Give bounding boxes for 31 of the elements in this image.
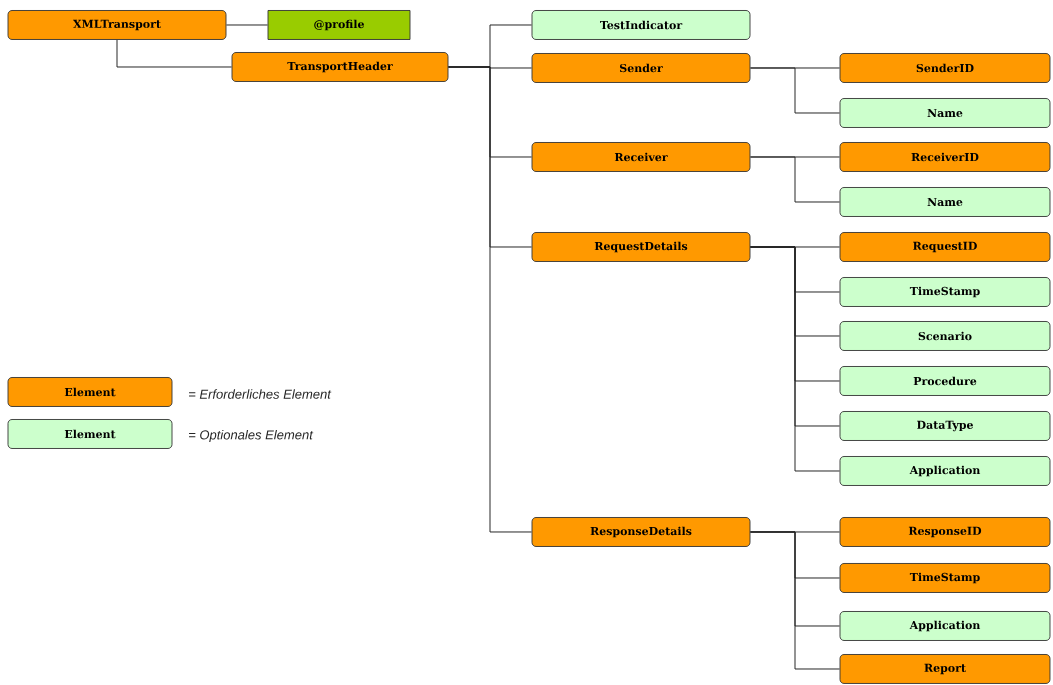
- connector-line: [447, 66, 533, 533]
- element-box: TimeStamp: [839, 277, 1051, 307]
- element-box: Name: [839, 98, 1051, 128]
- element-box: ReceiverID: [839, 142, 1051, 172]
- element-box: Application: [839, 611, 1051, 641]
- element-box: Scenario: [839, 321, 1051, 351]
- connector-line: [749, 246, 841, 472]
- element-box: TimeStamp: [839, 563, 1051, 593]
- legend-text: = Optionales Element: [189, 429, 314, 443]
- attribute-box: @profile: [267, 10, 411, 40]
- element-box: RequestID: [839, 232, 1051, 262]
- element-box: SenderID: [839, 53, 1051, 83]
- element-box: Application: [839, 456, 1051, 486]
- connector-line: [225, 24, 269, 26]
- connector-line: [749, 531, 841, 670]
- element-box: DataType: [839, 411, 1051, 441]
- element-box: Sender: [531, 53, 751, 83]
- element-box: TestIndicator: [531, 10, 751, 40]
- element-box: TransportHeader: [231, 52, 449, 82]
- element-box: XMLTransport: [7, 10, 227, 40]
- element-box: Receiver: [531, 142, 751, 172]
- element-box: Procedure: [839, 366, 1051, 396]
- connector-line: [116, 39, 233, 68]
- connector-line: [749, 156, 841, 203]
- element-box: RequestDetails: [531, 232, 751, 262]
- element-box: ResponseDetails: [531, 517, 751, 547]
- element-box: Name: [839, 187, 1051, 217]
- legend-text: = Erforderliches Element: [189, 389, 332, 399]
- element-box: Report: [839, 654, 1051, 684]
- connector-line: [749, 67, 841, 114]
- element-box: ResponseID: [839, 517, 1051, 547]
